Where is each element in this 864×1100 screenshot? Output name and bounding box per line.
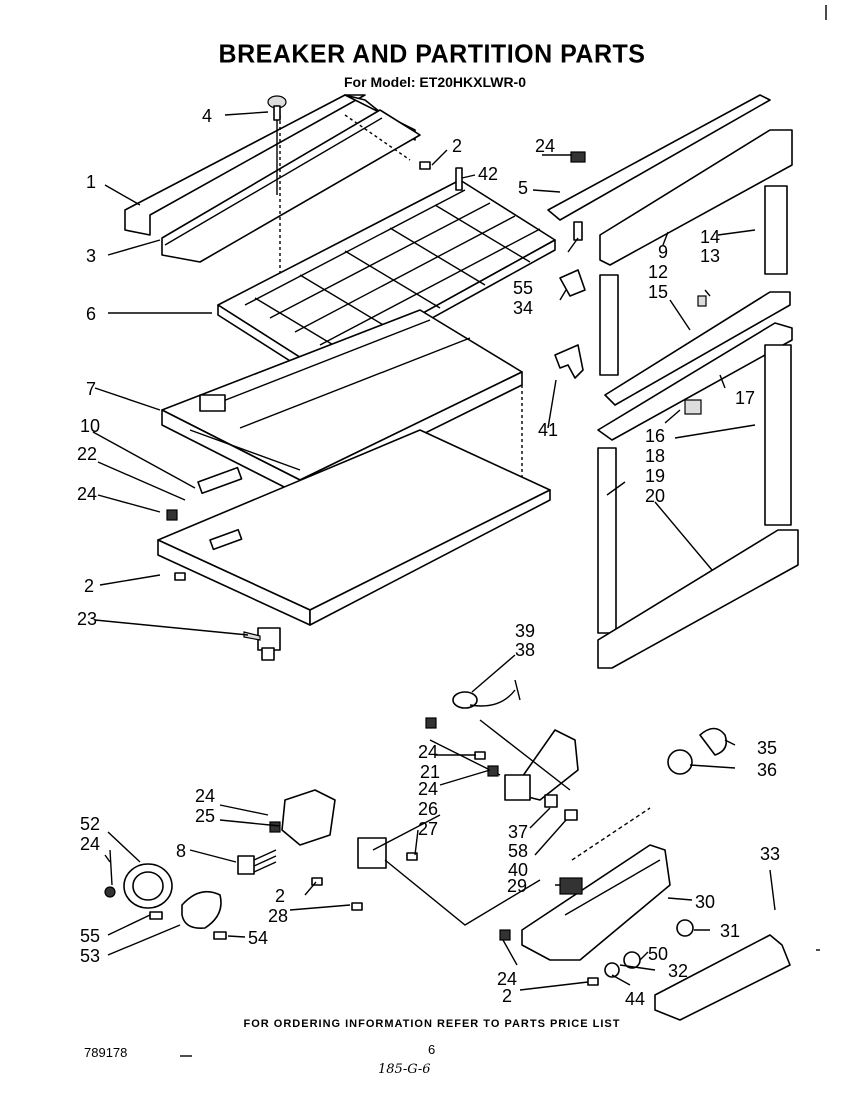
callout-54: 54 [248, 928, 268, 948]
callout-labels-repeated: 24 55 2 24 24 24 24 2 24 2 [80, 136, 555, 1006]
callout-24-d: 24 [418, 779, 438, 799]
callout-58: 58 [508, 841, 528, 861]
misc-screws [166, 161, 599, 986]
callout-7: 7 [86, 379, 96, 399]
callout-36: 36 [757, 760, 777, 780]
callout-25: 25 [195, 806, 215, 826]
callout-26: 26 [418, 799, 438, 819]
callout-55-b: 55 [513, 278, 533, 298]
callout-24-g: 24 [497, 969, 517, 989]
callout-52: 52 [80, 814, 100, 834]
callout-3: 3 [86, 246, 96, 266]
callout-21: 21 [420, 762, 440, 782]
callout-41: 41 [538, 420, 558, 440]
callout-27: 27 [418, 819, 438, 839]
callout-50: 50 [648, 944, 668, 964]
callout-18: 18 [645, 446, 665, 466]
callout-4: 4 [202, 106, 212, 126]
callout-8: 8 [176, 841, 186, 861]
callout-30: 30 [695, 892, 715, 912]
page-title: BREAKER AND PARTITION PARTS [218, 39, 646, 69]
callout-20: 20 [645, 486, 665, 506]
callout-15: 15 [648, 282, 668, 302]
callout-53: 53 [80, 946, 100, 966]
callout-29: 29 [507, 876, 527, 896]
ordering-note: FOR ORDERING INFORMATION REFER TO PARTS … [243, 1018, 621, 1030]
partition-panels [547, 94, 799, 669]
callout-31: 31 [720, 921, 740, 941]
callout-39: 39 [515, 621, 535, 641]
callout-19: 19 [645, 466, 665, 486]
callout-35: 35 [757, 738, 777, 758]
control-assembly [357, 719, 791, 1021]
top-rail-part [124, 94, 421, 345]
callout-9: 9 [658, 242, 668, 262]
callout-12: 12 [648, 262, 668, 282]
callout-22: 22 [77, 444, 97, 464]
callout-2-b: 2 [84, 576, 94, 596]
callout-5: 5 [518, 178, 528, 198]
callout-14: 14 [700, 227, 720, 247]
callout-13: 13 [700, 246, 720, 266]
document-number: 789178 [84, 1045, 128, 1060]
light-bulb-part [667, 727, 728, 775]
callout-24-f: 24 [80, 834, 100, 854]
callout-38: 38 [515, 640, 535, 660]
callout-6: 6 [86, 304, 96, 324]
callout-1: 1 [86, 172, 96, 192]
callout-labels: 1 2 3 4 5 6 7 8 9 10 12 13 14 15 16 17 1… [77, 106, 780, 1009]
callout-24-b: 24 [535, 136, 555, 156]
callout-37: 37 [508, 822, 528, 842]
wire-assembly [452, 689, 516, 709]
callout-55: 55 [80, 926, 100, 946]
callout-24: 24 [77, 484, 97, 504]
callout-28: 28 [268, 906, 288, 926]
bottom-tray-part [157, 429, 551, 626]
leader-lines [92, 111, 776, 991]
callout-24-e: 24 [195, 786, 215, 806]
callout-16: 16 [645, 426, 665, 446]
page-number: 6 [428, 1042, 436, 1057]
callout-42: 42 [478, 164, 498, 184]
callout-33: 33 [760, 844, 780, 864]
model-subtitle: For Model: ET20HKXLWR-0 [344, 74, 527, 90]
socket-parts [237, 789, 336, 875]
callout-10: 10 [80, 416, 100, 436]
callout-44: 44 [625, 989, 645, 1009]
callout-2: 2 [452, 136, 462, 156]
callout-2-c: 2 [275, 886, 285, 906]
callout-34: 34 [513, 298, 533, 318]
callout-40: 40 [508, 860, 528, 880]
small-clips [455, 151, 707, 415]
callout-2-d: 2 [502, 986, 512, 1006]
screw-part-4 [267, 95, 287, 195]
ring-parts [104, 863, 227, 940]
bracket-part-23 [243, 627, 281, 661]
callout-24-c: 24 [418, 742, 438, 762]
callout-32: 32 [668, 961, 688, 981]
callout-17: 17 [735, 388, 755, 408]
callout-23: 23 [77, 609, 97, 629]
handwritten-note: 185-G-6 [378, 1062, 431, 1077]
